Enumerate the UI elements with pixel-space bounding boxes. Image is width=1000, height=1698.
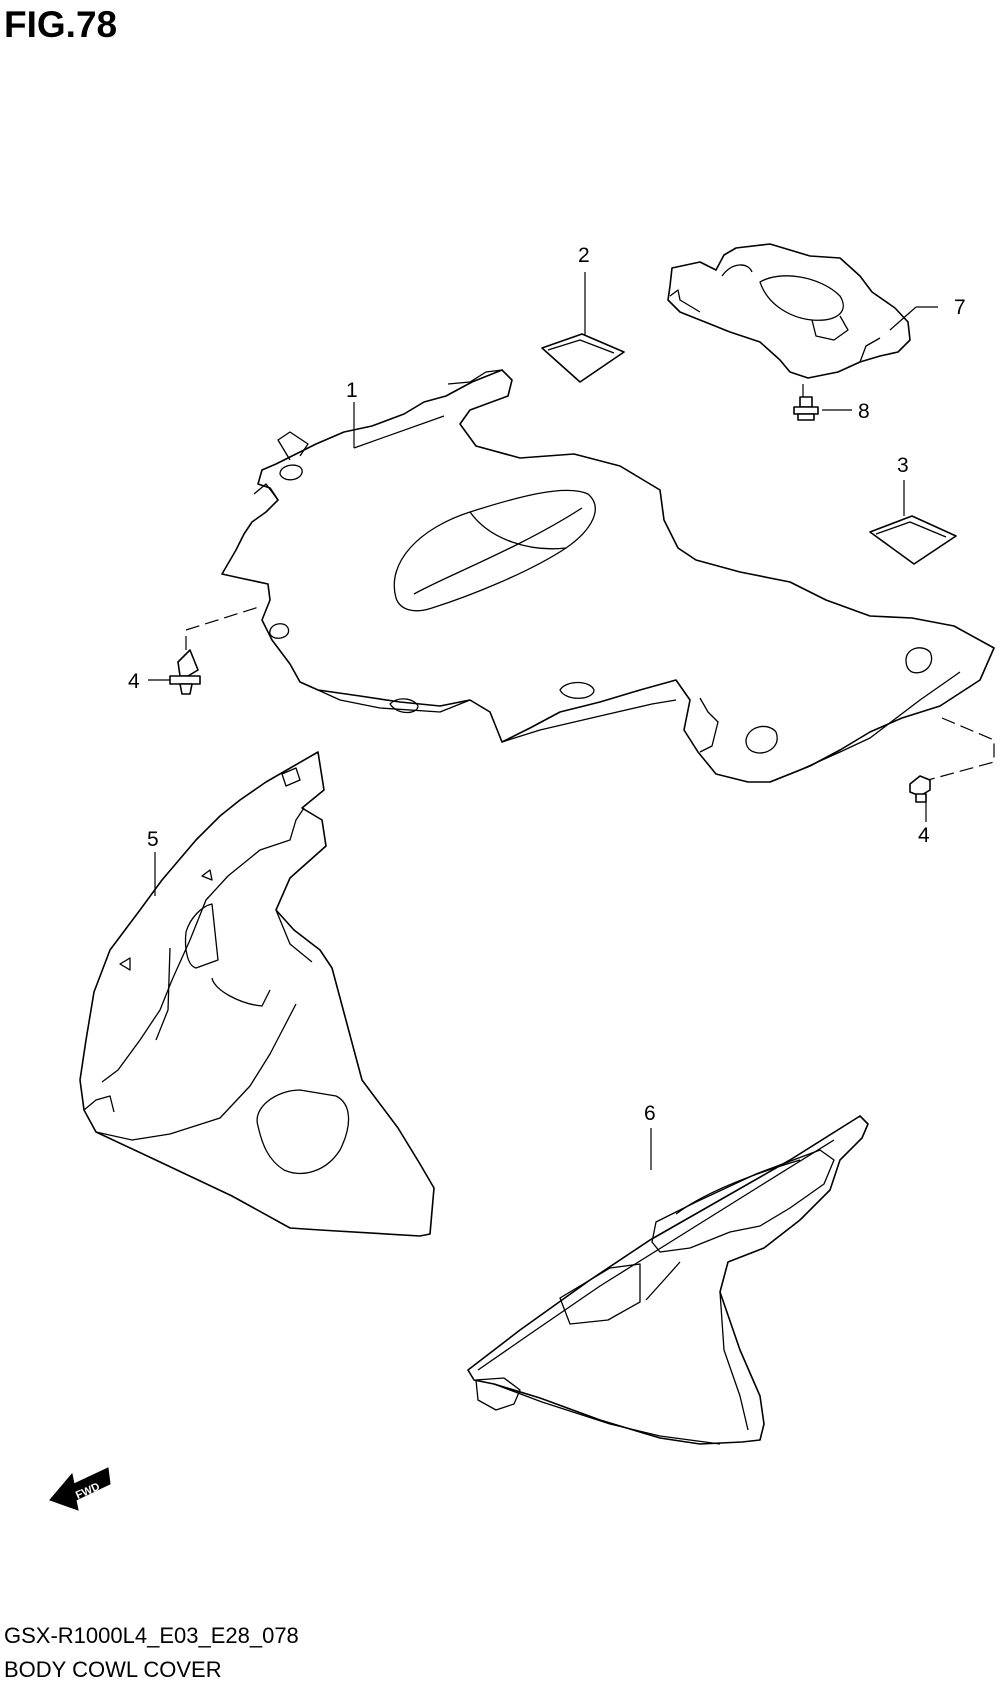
leader-1b	[353, 415, 445, 449]
part-7-cover[interactable]	[667, 243, 911, 379]
fwd-arrow-icon: FWD	[49, 1467, 111, 1511]
part-3-pad[interactable]	[869, 515, 957, 565]
callout-7: 7	[954, 296, 966, 319]
callout-4b: 4	[918, 824, 930, 847]
callout-3: 3	[897, 454, 909, 477]
callout-1: 1	[346, 379, 358, 402]
callout-2: 2	[578, 244, 590, 267]
callout-4a: 4	[128, 670, 140, 693]
leader-7b	[889, 306, 917, 331]
part-8-screw[interactable]	[793, 396, 819, 421]
callout-5: 5	[147, 828, 159, 851]
part-4-clip-right[interactable]	[909, 775, 931, 803]
callout-8: 8	[858, 400, 870, 423]
model-code: GSX-R1000L4_E03_E28_078	[4, 1623, 299, 1648]
part-2-pad[interactable]	[541, 333, 625, 383]
figure-name: BODY COWL COVER	[4, 1657, 222, 1682]
part-5-side-cover-left[interactable]	[79, 751, 435, 1237]
figure-title: FIG.78	[4, 4, 118, 45]
assembly-line-4b	[927, 717, 995, 781]
part-4-clip-left[interactable]	[169, 649, 201, 695]
part-6-side-cover-right[interactable]	[467, 1115, 869, 1445]
callout-6: 6	[644, 1102, 656, 1125]
assembly-line-4a	[185, 605, 263, 650]
part-1-body-cowl[interactable]	[221, 369, 995, 783]
